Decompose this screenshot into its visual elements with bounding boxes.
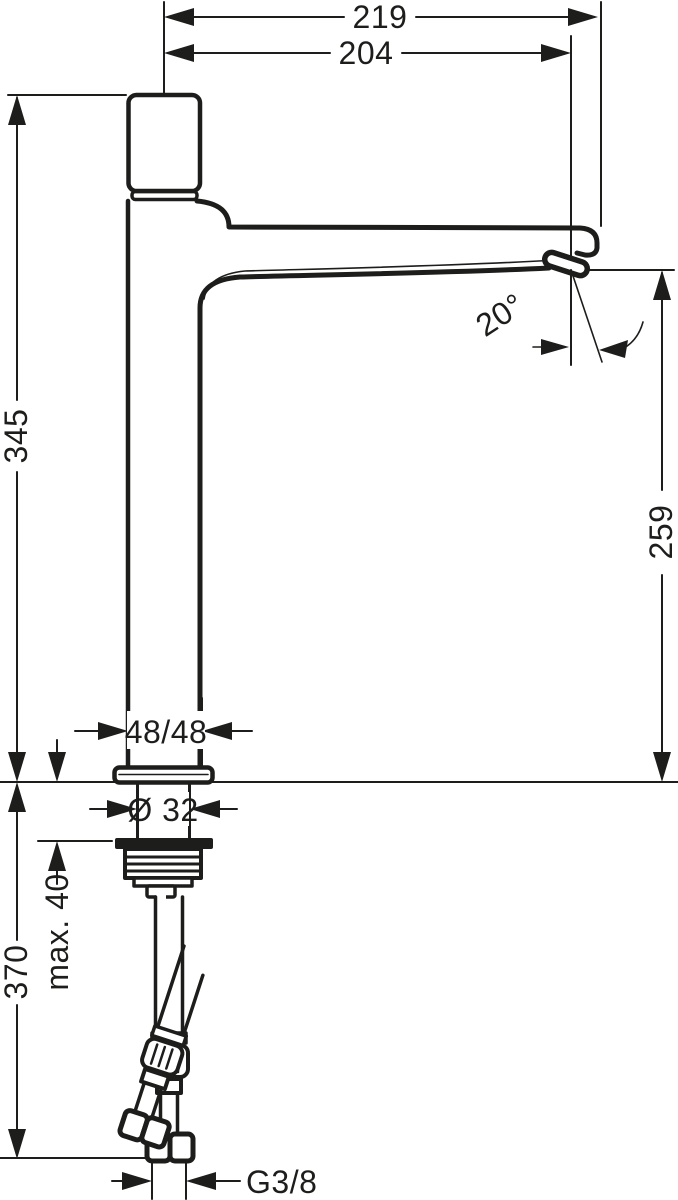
- dim-spout-angle-label: 20°: [469, 286, 530, 343]
- nut-notch: [156, 893, 166, 899]
- dimension-width-spout: 204: [164, 35, 571, 71]
- spout-top-edge: [194, 198, 600, 258]
- dim-connection-thread-label: G3/8: [246, 1164, 317, 1200]
- dim-height-total-label: 345: [0, 409, 34, 464]
- handle: [126, 92, 203, 194]
- dim-height-spout-label: 259: [643, 505, 678, 560]
- dim-width-spout-label: 204: [339, 35, 394, 71]
- dimension-hole-diameter: Ø 32: [89, 792, 238, 828]
- dimension-hose-length: 370: [0, 782, 34, 1159]
- dim-width-total-label: 219: [353, 0, 408, 35]
- dim-base-footprint-label: 48/48: [125, 714, 208, 750]
- mounting-hardware: [115, 781, 213, 899]
- aerator: [541, 249, 591, 279]
- dimension-width-total: 219: [164, 0, 598, 35]
- supply-hoses: [117, 895, 205, 1164]
- dim-hole-diameter-label: Ø 32: [127, 792, 198, 828]
- dimension-connection-thread: G3/8: [111, 1164, 317, 1200]
- dimension-base-footprint: 48/48: [74, 711, 253, 750]
- dimension-height-spout: 259: [643, 270, 678, 782]
- dimension-height-total: 345: [0, 95, 34, 782]
- dim-max-thickness-label: max. 40: [39, 873, 75, 990]
- dimension-spout-angle: 20°: [469, 269, 644, 366]
- washer: [115, 838, 213, 849]
- faucet-outline: [112, 92, 600, 785]
- spout-underside: [197, 265, 552, 771]
- spout-underside-inner: [203, 259, 557, 300]
- diagonal-hose: [117, 944, 205, 1150]
- dimension-max-thickness: max. 40: [39, 739, 75, 991]
- dim-hose-length-label: 370: [0, 945, 34, 1000]
- handle-ring: [130, 189, 199, 202]
- hose-nut-right-facet: [167, 1131, 196, 1164]
